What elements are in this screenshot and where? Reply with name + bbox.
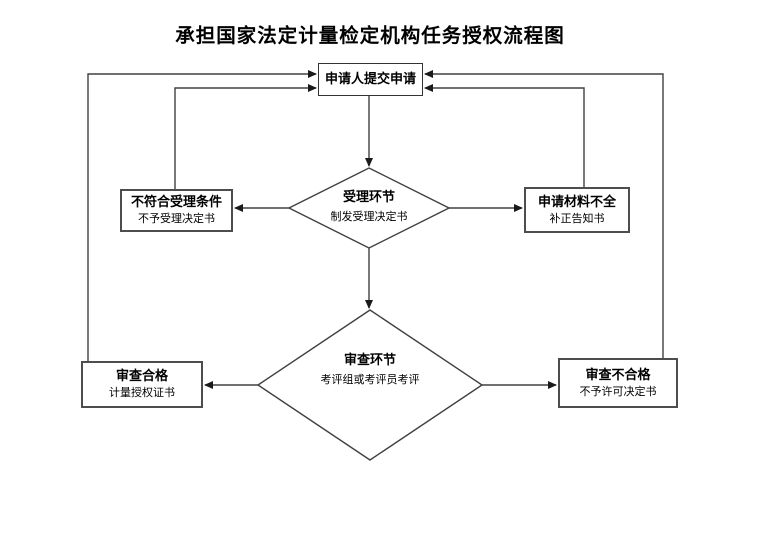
node-incomplete-materials-label: 申请材料不全: [537, 193, 616, 209]
node-review-passed: 审查合格 计量授权证书: [81, 361, 203, 408]
node-review-passed-sublabel: 计量授权证书: [109, 387, 175, 400]
accept-decision-diamond-shape: [287, 167, 451, 249]
node-submit-application-label: 申请人提交申请: [324, 71, 416, 87]
node-not-accepted: 不符合受理条件 不予受理决定书: [120, 189, 233, 232]
edge-not-accept-to-submit: [174, 84, 317, 189]
edge-pass-to-submit: [87, 70, 317, 361]
diagram-title: 承担国家法定计量检定机构任务授权流程图: [175, 26, 565, 47]
node-incomplete-materials-sublabel: 补正告知书: [549, 212, 605, 225]
edge-incomplete-to-submit: [424, 84, 585, 187]
node-review-failed-label: 审查不合格: [585, 366, 651, 382]
node-incomplete-materials: 申请材料不全 补正告知书: [524, 187, 630, 233]
node-not-accepted-sublabel: 不予受理决定书: [138, 213, 215, 226]
review-decision-diamond-shape: [256, 309, 484, 461]
node-not-accepted-label: 不符合受理条件: [130, 194, 222, 209]
node-review-passed-label: 审查合格: [115, 368, 168, 383]
node-review-failed-sublabel: 不予许可决定书: [579, 385, 657, 398]
node-review-failed: 审查不合格 不予许可决定书: [558, 358, 678, 408]
edge-fail-to-submit: [424, 70, 664, 358]
node-submit-application: 申请人提交申请: [318, 63, 423, 96]
